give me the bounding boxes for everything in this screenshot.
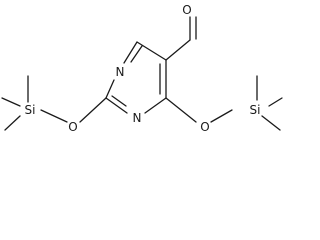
ether-oxygen-right-label: O <box>200 120 209 134</box>
bond-si-me-left <box>1 97 21 107</box>
bond-n1-c6 <box>123 41 138 64</box>
bond-o-si-left <box>40 109 68 123</box>
left-silyloxy-group <box>1 75 107 131</box>
right-silyloxy-group <box>165 75 283 131</box>
bond-c5-cho <box>165 39 191 61</box>
bond-c4-o-right <box>165 97 197 123</box>
bond-n3-c2-double <box>111 95 127 107</box>
bond-c2-o-left <box>79 97 107 123</box>
aldehyde-oxygen-label: O <box>182 3 191 17</box>
silicon-right-label: Si <box>250 103 261 117</box>
bond-c2-n1 <box>105 79 115 99</box>
bond-c4-n3 <box>144 97 167 114</box>
bond-n3-c2 <box>105 97 128 114</box>
bond-si-me-right <box>268 97 283 107</box>
bond-si-me-down-right <box>261 115 281 131</box>
bond-si-me-down-left <box>4 115 21 131</box>
ether-oxygen-left-label: O <box>68 120 77 134</box>
bond-c6-c5 <box>136 41 167 61</box>
pyrimidine-ring <box>105 41 167 114</box>
bond-n1-c6-double <box>130 45 143 63</box>
ring-nitrogen-top-label: N <box>116 65 125 79</box>
structure-diagram: O N N O O Si Si <box>1 3 283 134</box>
silicon-left-label: Si <box>25 103 36 117</box>
ring-nitrogen-bottom-label: N <box>133 111 142 125</box>
aldehyde-group <box>165 16 197 61</box>
bond-o-si-right <box>210 109 233 123</box>
